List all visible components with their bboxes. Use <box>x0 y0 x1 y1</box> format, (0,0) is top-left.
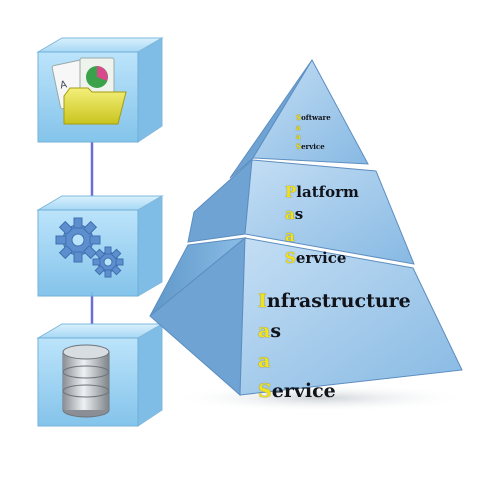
cube-gears <box>36 195 164 297</box>
tier-iaas <box>149 236 463 397</box>
cube-documents: A <box>36 37 164 143</box>
database-icon <box>62 344 110 418</box>
svg-text:A: A <box>59 79 68 91</box>
pyramid <box>149 58 470 412</box>
tier-iaas-label: Infrastructure as a Service <box>258 290 411 402</box>
cube-database <box>36 323 164 427</box>
tier-paas <box>187 158 415 265</box>
tier-saas-label: Software a a Service <box>296 113 331 151</box>
tier-saas <box>229 58 369 179</box>
tier-paas-label: Platform as a Service <box>285 183 359 267</box>
documents-folder-chart-icon: A <box>51 57 127 125</box>
gears-icon <box>55 217 124 278</box>
